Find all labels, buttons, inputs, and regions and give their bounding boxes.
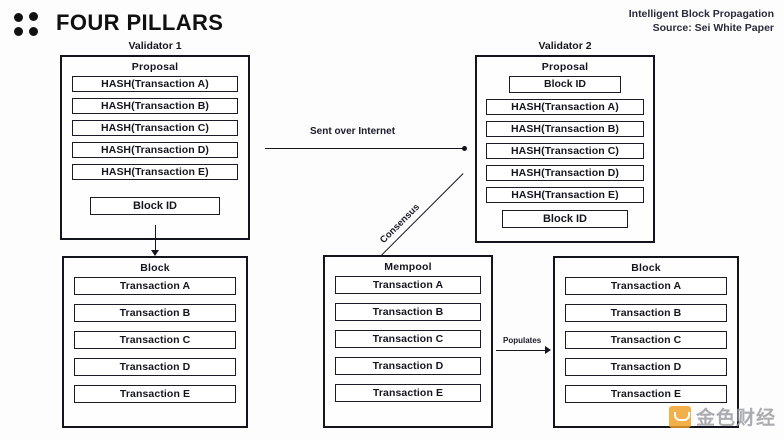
block-left-title: Block <box>140 262 170 274</box>
validator-1-proposal-title: Proposal <box>131 61 179 73</box>
logo-dot <box>29 12 38 21</box>
mempool-group: Mempool Transaction A Transaction B Tran… <box>323 255 493 428</box>
mempool-transaction-list: Transaction A Transaction B Transaction … <box>325 276 491 402</box>
four-dots-logo-icon <box>14 12 48 38</box>
validator-2-content-list: Block ID HASH(Transaction A) HASH(Transa… <box>477 76 653 228</box>
source-credit: Intelligent Block Propagation Source: Se… <box>629 7 774 35</box>
block-left-group: Block Transaction A Transaction B Transa… <box>62 256 248 428</box>
connector-arrow-dot <box>462 146 467 151</box>
hash-row: HASH(Transaction C) <box>72 120 238 136</box>
logo-dot <box>29 27 38 36</box>
block-right-transaction-list: Transaction A Transaction B Transaction … <box>555 277 737 403</box>
validator-1-hash-list: HASH(Transaction A) HASH(Transaction B) … <box>62 76 248 180</box>
validator-2-proposal-title: Proposal <box>541 61 589 73</box>
validator-2-label: Validator 2 <box>538 40 592 52</box>
watermark: 金色财经 <box>668 403 776 430</box>
logo-dot <box>14 13 23 22</box>
validator-2-block-id-top: Block ID <box>509 76 621 93</box>
transaction-row: Transaction D <box>565 358 727 376</box>
hash-row: HASH(Transaction A) <box>72 76 238 92</box>
validator-2-proposal-group: Proposal Block ID HASH(Transaction A) HA… <box>475 55 655 243</box>
hash-row: HASH(Transaction D) <box>486 165 644 181</box>
transaction-row: Transaction E <box>565 385 727 403</box>
hash-row: HASH(Transaction C) <box>486 143 644 159</box>
validator-2-block-id-bottom: Block ID <box>502 210 628 228</box>
connector-mempool-to-validator2 <box>378 173 464 259</box>
connector-label-consensus: Consensus <box>378 201 422 246</box>
hash-row: HASH(Transaction E) <box>72 164 238 180</box>
transaction-row: Transaction C <box>74 331 236 349</box>
connector-label-sent-over-internet: Sent over Internet <box>310 126 396 137</box>
hash-row: HASH(Transaction A) <box>486 99 644 115</box>
connector-validator1-to-block <box>155 225 156 255</box>
transaction-row: Transaction C <box>565 331 727 349</box>
validator-1-block-id: Block ID <box>90 197 220 215</box>
transaction-row: Transaction C <box>335 330 481 348</box>
credit-line-2: Source: Sei White Paper <box>652 22 774 34</box>
mempool-title: Mempool <box>384 261 432 273</box>
credit-line-1: Intelligent Block Propagation <box>628 8 774 20</box>
connector-label-populates: Populates <box>503 336 542 345</box>
transaction-row: Transaction A <box>74 277 236 295</box>
transaction-row: Transaction B <box>74 304 236 322</box>
hash-row: HASH(Transaction E) <box>486 187 644 203</box>
block-left-transaction-list: Transaction A Transaction B Transaction … <box>64 277 246 403</box>
transaction-row: Transaction E <box>74 385 236 403</box>
transaction-row: Transaction E <box>335 384 481 402</box>
watermark-logo-icon <box>668 405 691 428</box>
hash-row: HASH(Transaction B) <box>72 98 238 114</box>
hash-row: HASH(Transaction D) <box>72 142 238 158</box>
block-right-title: Block <box>631 262 661 274</box>
validator-1-proposal-group: Proposal HASH(Transaction A) HASH(Transa… <box>60 55 250 240</box>
transaction-row: Transaction B <box>335 303 481 321</box>
connector-arrow-head-right <box>545 346 551 354</box>
transaction-row: Transaction D <box>74 358 236 376</box>
page-title: FOUR PILLARS <box>56 10 224 35</box>
watermark-text: 金色财经 <box>695 408 776 429</box>
transaction-row: Transaction A <box>335 276 481 294</box>
connector-validator1-to-validator2 <box>265 148 465 149</box>
transaction-row: Transaction D <box>335 357 481 375</box>
validator-1-label: Validator 1 <box>128 40 182 52</box>
hash-row: HASH(Transaction B) <box>486 121 644 137</box>
logo-dot <box>14 27 23 36</box>
connector-mempool-to-block-right <box>496 350 548 351</box>
block-right-group: Block Transaction A Transaction B Transa… <box>553 256 739 428</box>
transaction-row: Transaction A <box>565 277 727 295</box>
connector-arrow-head-down <box>151 250 159 256</box>
transaction-row: Transaction B <box>565 304 727 322</box>
